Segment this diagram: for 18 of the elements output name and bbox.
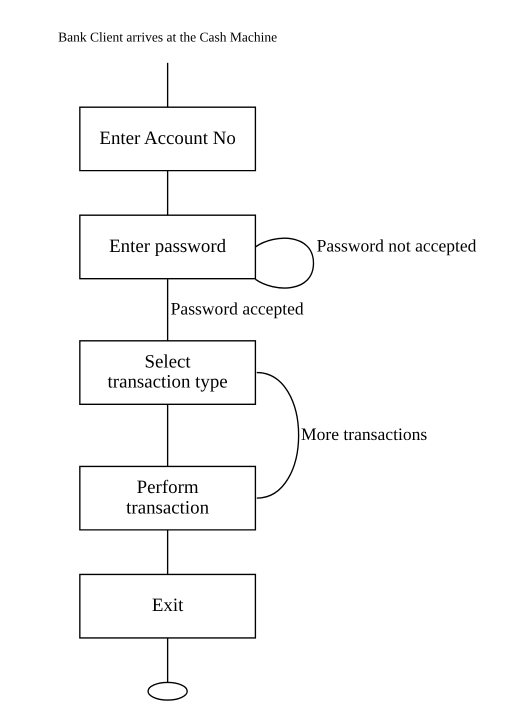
node-box: Exit xyxy=(78,574,256,639)
connector xyxy=(166,279,168,341)
node-box: Enter password xyxy=(78,214,256,280)
connector xyxy=(166,62,168,108)
node-box: Select transaction type xyxy=(78,340,256,405)
node-box: Enter Account No xyxy=(78,106,256,172)
node-text: Bank Client arrives at the Cash Machine xyxy=(58,30,277,45)
connector xyxy=(166,170,168,216)
edge-label: More transactions xyxy=(300,424,427,444)
connector xyxy=(166,404,168,466)
node-box: Perform transaction xyxy=(78,466,256,531)
node-ellipse xyxy=(146,682,188,701)
connector xyxy=(166,638,168,682)
connector xyxy=(254,238,314,289)
connector xyxy=(256,372,299,499)
connector xyxy=(166,530,168,574)
edge-label: Password not accepted xyxy=(316,236,476,256)
edge-label: Password accepted xyxy=(170,298,304,318)
